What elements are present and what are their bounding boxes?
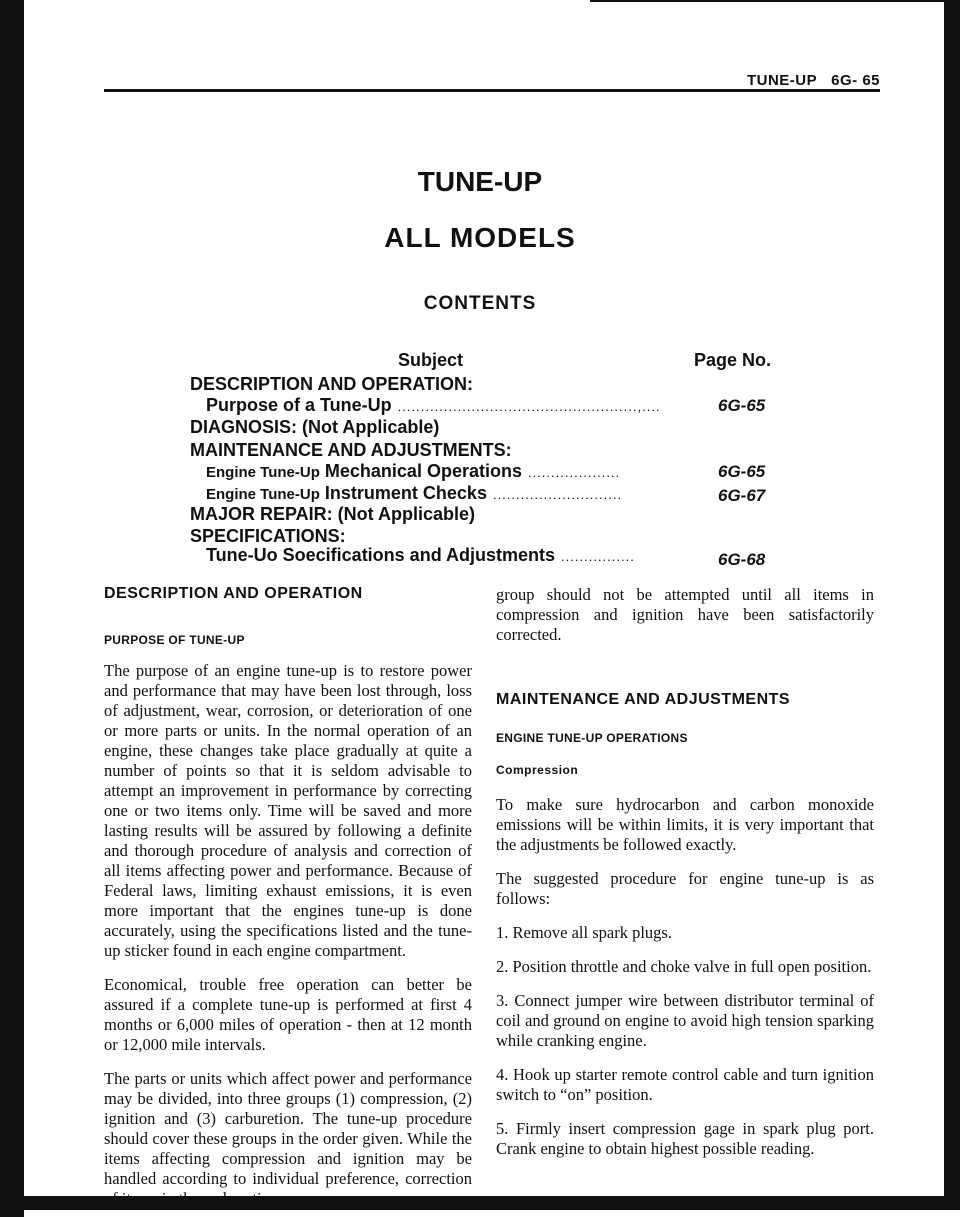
header-rule xyxy=(104,89,880,92)
toc-entry: Engine Tune-Up Instrument Checks........… xyxy=(206,483,623,503)
toc-entry: Tune-Uo Soecifications and Adjustments..… xyxy=(206,545,635,565)
toc-entry-page: 6G-65 xyxy=(718,462,766,481)
contents-title: CONTENTS xyxy=(423,293,537,314)
subheading-purpose: PURPOSE OF TUNE-UP xyxy=(104,633,245,647)
scan-border-left xyxy=(0,0,24,1217)
toc-entry-page: 6G-65 xyxy=(718,396,766,415)
subheading-operations: ENGINE TUNE-UP OPERATIONS xyxy=(496,731,688,745)
scan-border-top xyxy=(590,0,944,2)
toc-entry-page: 6G-68 xyxy=(718,550,766,569)
toc-entry: Purpose of a Tune-Up....................… xyxy=(206,395,661,415)
right-column: group should not be attempted until all … xyxy=(496,585,874,1159)
toc-page-heading: Page No. xyxy=(694,350,772,370)
paragraph-continuation: group should not be attempted until all … xyxy=(496,585,874,644)
scan-border-bottom xyxy=(24,1196,960,1210)
section-heading-maintenance: MAINTENANCE AND ADJUSTMENTS xyxy=(496,691,791,708)
section-heading-description: DESCRIPTION AND OPERATION xyxy=(104,585,363,602)
paragraph-purpose: The purpose of an engine tune-up is to r… xyxy=(104,661,472,960)
toc-entry: MAINTENANCE AND ADJUSTMENTS: xyxy=(190,440,512,460)
paragraph-emissions: To make sure hydrocarbon and carbon mono… xyxy=(496,795,874,854)
running-head: TUNE-UP 6G- 65 xyxy=(700,72,880,89)
page-title: TUNE-UP xyxy=(417,166,543,197)
toc-subject-heading: Subject xyxy=(398,350,464,370)
paragraph-groups: The parts or units which affect power an… xyxy=(104,1069,472,1208)
paragraph-intervals: Economical, trouble free operation can b… xyxy=(104,975,472,1054)
toc-entry: DESCRIPTION AND OPERATION: xyxy=(190,374,474,394)
toc-entry: DIAGNOSIS: (Not Applicable) xyxy=(190,417,440,437)
left-column: DESCRIPTION AND OPERATION PURPOSE OF TUN… xyxy=(104,585,472,1209)
paragraph-procedure-intro: The suggested procedure for engine tune-… xyxy=(496,869,874,908)
scan-border-right xyxy=(944,0,960,1200)
toc-entry: Engine Tune-Up Mechanical Operations....… xyxy=(206,461,621,481)
models-title: ALL MODELS xyxy=(384,222,576,253)
toc-entry: SPECIFICATIONS: xyxy=(190,526,346,546)
procedure-step: 3. Connect jumper wire between distribut… xyxy=(496,991,874,1050)
running-head-section: TUNE-UP xyxy=(746,72,818,89)
running-head-page: 6G- 65 xyxy=(831,72,880,89)
toc-entry-page: 6G-67 xyxy=(718,486,766,505)
procedure-step: 4. Hook up starter remote control cable … xyxy=(496,1065,874,1104)
procedure-step: 2. Position throttle and choke valve in … xyxy=(496,957,872,976)
procedure-step: 5. Firmly insert compression gage in spa… xyxy=(496,1119,874,1158)
toc-entry: MAJOR REPAIR: (Not Applicable) xyxy=(190,504,476,524)
topic-compression: Compression xyxy=(496,763,579,777)
procedure-step: 1. Remove all spark plugs. xyxy=(496,923,672,942)
